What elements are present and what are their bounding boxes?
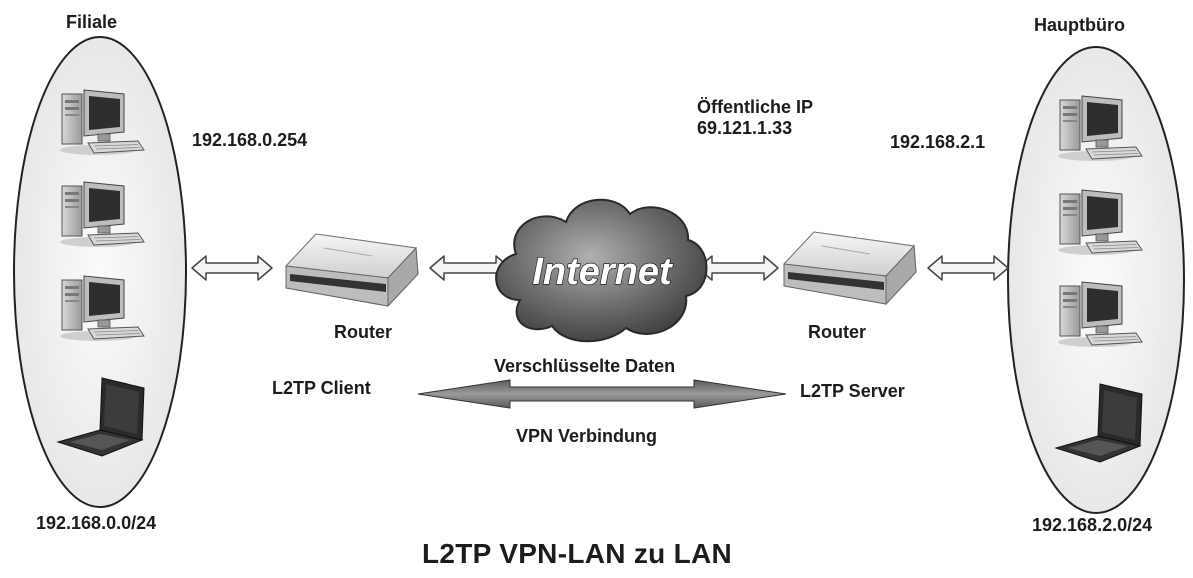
public-ip-label: Öffentliche IP 69.121.1.33 [697, 97, 814, 138]
subnet-right: 192.168.2.0/24 [1032, 515, 1153, 535]
diagram-title: L2TP VPN-LAN zu LAN [422, 538, 733, 569]
router-icon-right [783, 231, 917, 305]
router-label-right: Router [808, 322, 866, 342]
internet-label: Internet [532, 251, 673, 293]
role-label-client: L2TP Client [272, 378, 371, 398]
tunnel-top-label: Verschlüsselte Daten [494, 356, 676, 376]
site-name-hauptbuero: Hauptbüro [1034, 15, 1125, 35]
tunnel-bottom-label: VPN Verbindung [516, 426, 658, 446]
router-icon-left [285, 233, 419, 307]
link-arrow-lan-left [191, 255, 273, 281]
site-name-filiale: Filiale [66, 12, 118, 32]
internet-cloud-icon: Internet [495, 198, 708, 343]
lan-ip-right: 192.168.2.1 [890, 132, 986, 152]
router-label-left: Router [334, 322, 392, 342]
link-arrow-internet-router-right [697, 255, 779, 281]
vpn-tunnel-arrow [417, 379, 787, 409]
link-arrow-lan-right [927, 255, 1009, 281]
lan-ip-left: 192.168.0.254 [192, 130, 308, 150]
role-label-server: L2TP Server [800, 381, 905, 401]
subnet-left: 192.168.0.0/24 [36, 513, 157, 533]
